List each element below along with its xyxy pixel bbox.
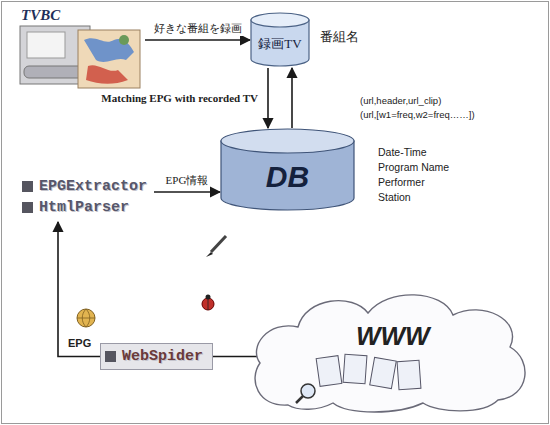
record-format: (url,[w1=freq,w2=freq……]) — [360, 109, 475, 120]
tvbc-device-illustration — [20, 26, 140, 88]
magnifier-icon — [296, 384, 315, 403]
connector — [267, 68, 269, 128]
node-label: EPGExtractor — [22, 176, 147, 197]
edge-label: EPG情報 — [164, 173, 211, 188]
storage-cylinder: 録画TV — [250, 12, 310, 68]
module-box: WebSpider — [100, 343, 213, 370]
database-cylinder: DB — [220, 128, 355, 212]
node-label: HtmlParser — [22, 197, 129, 218]
cloud-shape — [255, 295, 525, 412]
field-label: 番組名 — [320, 28, 359, 46]
connector — [145, 39, 250, 41]
device-title: TVBC — [21, 7, 60, 24]
cylinder-top — [251, 13, 309, 27]
pencil-icon — [206, 236, 226, 257]
map-blob — [86, 65, 128, 84]
connector — [213, 356, 257, 358]
edge-label: Matching EPG with recorded TV — [99, 92, 260, 104]
field-label: Date-Time — [378, 146, 427, 158]
module-list: EPGExtractorHtmlParser — [18, 172, 154, 222]
connector — [58, 222, 100, 357]
ladybug-icon — [202, 295, 214, 311]
node-label: DB — [266, 160, 309, 194]
field-label: Station — [378, 191, 411, 203]
web-cloud: WWW — [248, 285, 533, 415]
device-screen — [27, 32, 65, 58]
globe-icon — [77, 309, 95, 327]
device-roll — [24, 66, 86, 78]
edge-label: 好きな番組を録画 — [152, 21, 244, 36]
connector — [154, 191, 220, 193]
map-sheet — [78, 30, 140, 88]
field-label: Performer — [378, 176, 425, 188]
edge-label: EPG — [66, 337, 93, 349]
map-dot — [119, 35, 129, 45]
field-label: Program Name — [378, 161, 449, 173]
node-label: WWW — [356, 321, 430, 352]
record-format: (url,header,url_clip) — [360, 95, 441, 106]
node-label: 録画TV — [258, 35, 301, 53]
node-label: WebSpider — [105, 346, 203, 367]
cylinder-top — [221, 129, 354, 153]
document-icons — [316, 354, 421, 389]
device-illustration: TVBC — [15, 5, 145, 90]
connector — [291, 68, 293, 128]
